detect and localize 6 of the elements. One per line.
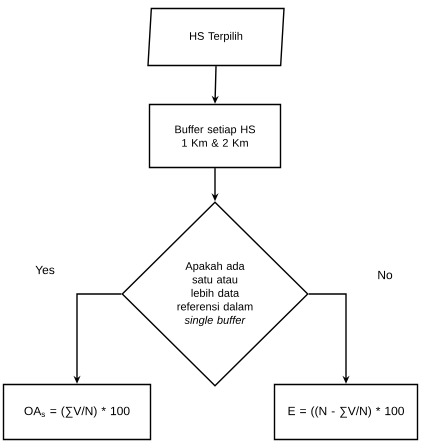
result-box: OA$_{s}$ = (∑V/N) * 100	[2, 384, 152, 440]
input-parallelogram: HS Terpilih	[147, 8, 285, 66]
process-box: Buffer setiap HS 1 Km & 2 Km	[148, 104, 282, 168]
edge-label: Yes	[34, 264, 56, 276]
edge-label: No	[376, 270, 394, 280]
result-box: E = ((N - ∑V/N) * 100	[274, 384, 418, 440]
